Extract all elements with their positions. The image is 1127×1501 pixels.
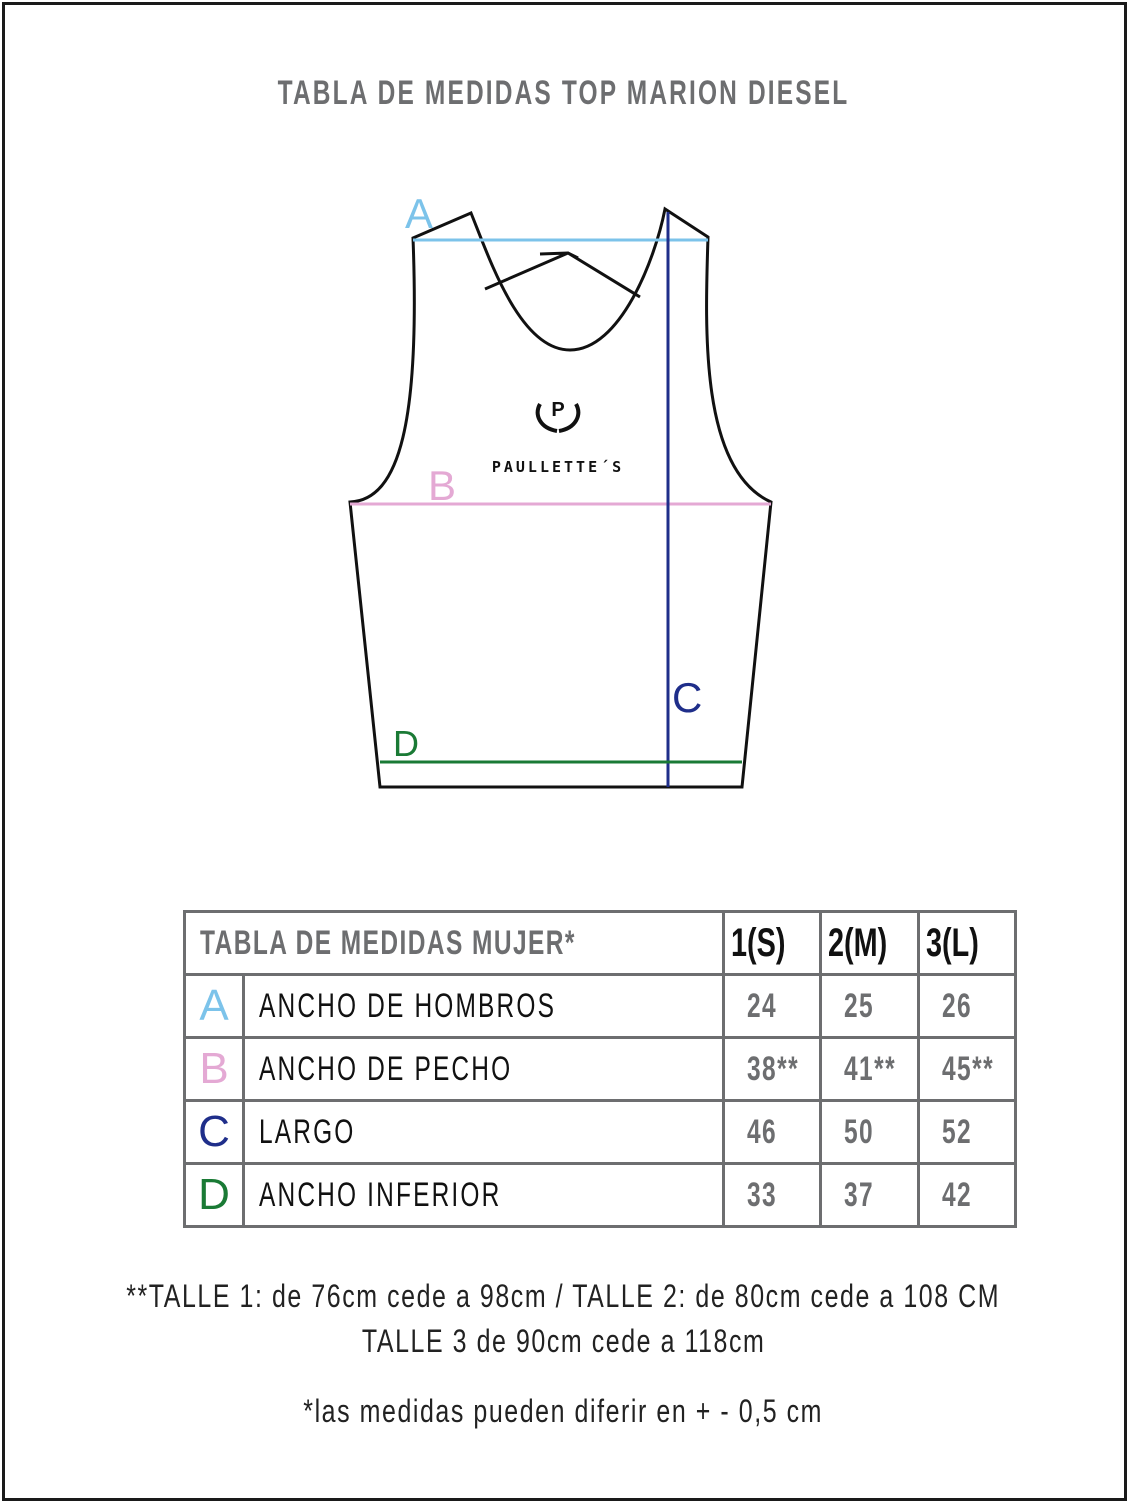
cell-value: 38** <box>747 1049 800 1088</box>
label-b: B <box>428 462 456 509</box>
row-letter: B <box>183 1036 245 1102</box>
size-s: 1(S) <box>731 920 786 965</box>
label-c: C <box>672 674 702 721</box>
note-line-2: TALLE 3 de 90cm cede a 118cm <box>361 1323 766 1359</box>
size-m: 2(M) <box>828 920 888 965</box>
cell-value: 52 <box>941 1112 972 1151</box>
row-label: LARGO <box>259 1112 356 1151</box>
cell-value: 41** <box>844 1049 897 1088</box>
table-header-row: TABLA DE MEDIDAS MUJER* 1(S) 2(M) 3(L) <box>182 910 1017 976</box>
table-row: C LARGO 46 50 52 <box>183 1099 1017 1165</box>
cell-value: 42 <box>941 1175 972 1214</box>
cell-value: 46 <box>747 1112 778 1151</box>
row-label: ANCHO DE HOMBROS <box>259 986 557 1025</box>
cell-value: 33 <box>747 1175 778 1214</box>
back-straps <box>484 251 641 299</box>
cell-value: 45** <box>941 1049 994 1088</box>
cell-value: 50 <box>844 1112 875 1151</box>
cell-value: 37 <box>844 1175 875 1214</box>
label-a: A <box>405 190 433 237</box>
note-line-3: *las medidas pueden diferir en + - 0,5 c… <box>303 1393 824 1429</box>
table-row: B ANCHO DE PECHO 38** 41** 45** <box>183 1036 1017 1102</box>
page-title: TABLA DE MEDIDAS TOP MARION DIESEL <box>277 74 850 112</box>
row-label: ANCHO INFERIOR <box>259 1175 502 1214</box>
size-table: TABLA DE MEDIDAS MUJER* 1(S) 2(M) 3(L) A… <box>182 910 1017 1228</box>
brand-name: PAULLETTE´S <box>492 458 624 476</box>
table-row: A ANCHO DE HOMBROS 24 25 26 <box>183 973 1017 1039</box>
row-letter: D <box>183 1162 245 1228</box>
cell-value: 24 <box>747 986 778 1025</box>
cell-value: 25 <box>844 986 875 1025</box>
table-row: D ANCHO INFERIOR 33 37 42 <box>183 1162 1017 1228</box>
garment-diagram: A B C D P PAULLETTE´S <box>348 190 773 789</box>
label-d: D <box>393 723 419 764</box>
row-label: ANCHO DE PECHO <box>259 1049 513 1088</box>
garment-outline <box>348 206 773 789</box>
brand-laurel-logo: P <box>535 399 581 433</box>
row-letter: C <box>183 1099 245 1165</box>
brand-monogram: P <box>551 399 564 421</box>
size-l: 3(L) <box>925 920 979 965</box>
cell-value: 26 <box>941 986 972 1025</box>
table-header: TABLA DE MEDIDAS MUJER* <box>200 923 576 962</box>
note-line-1: **TALLE 1: de 76cm cede a 98cm / TALLE 2… <box>126 1278 1001 1314</box>
row-letter: A <box>183 973 245 1039</box>
